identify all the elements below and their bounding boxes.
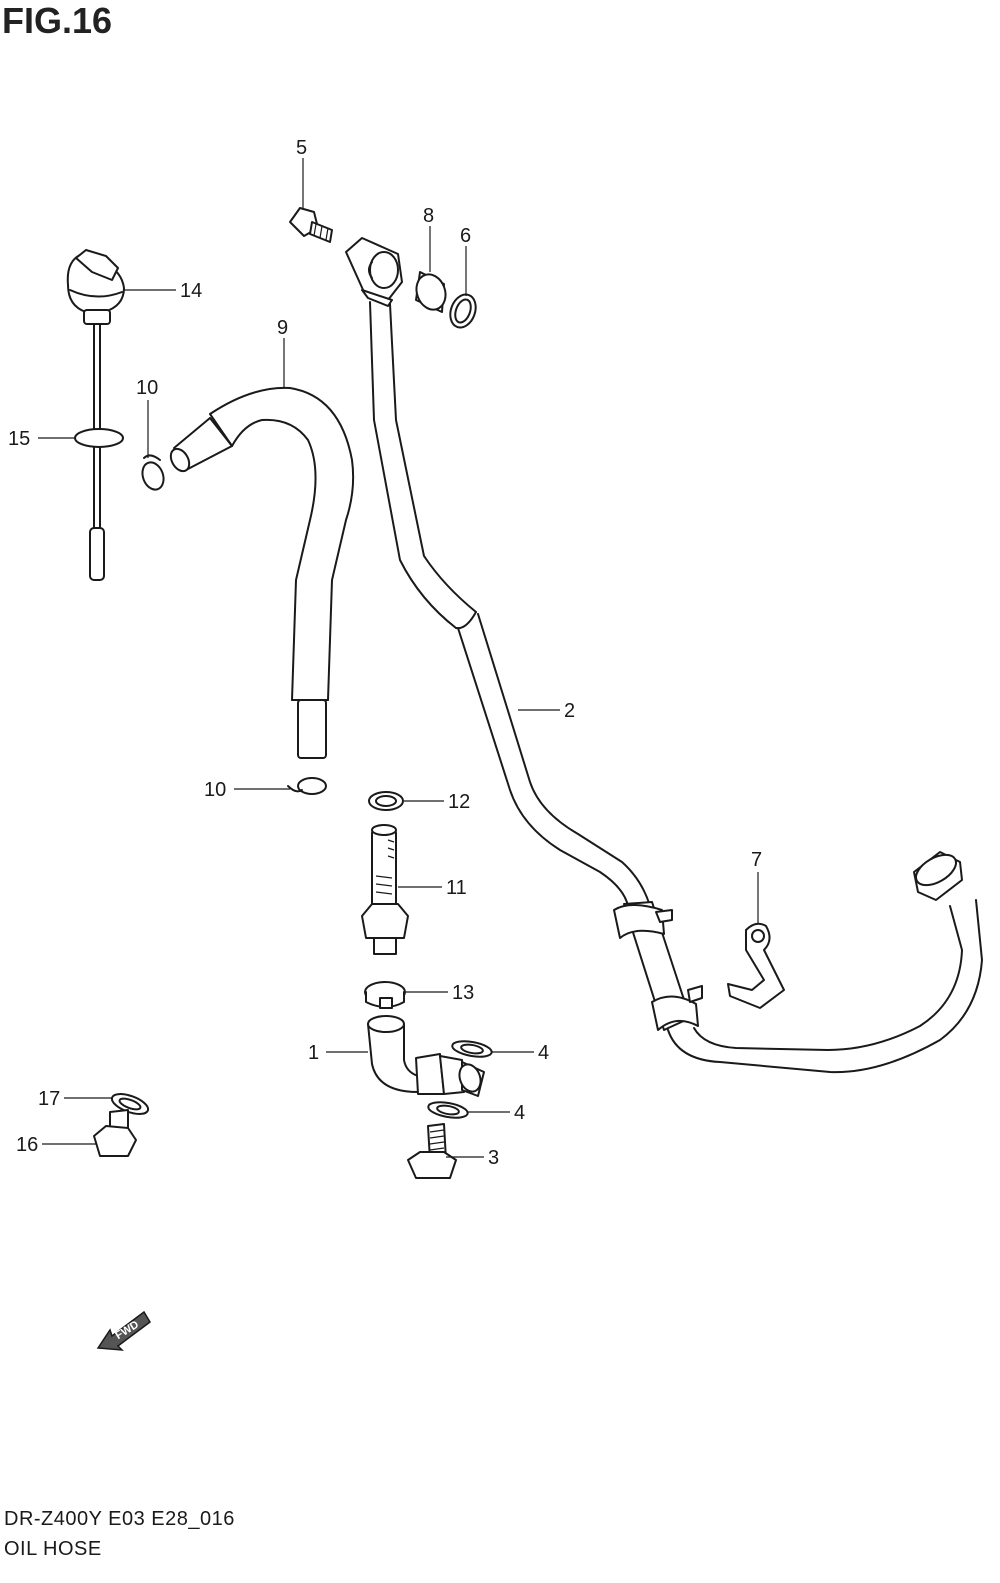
callout-part-9: 9 [277, 317, 288, 339]
callout-part-4a: 4 [538, 1042, 549, 1064]
gasket-17-part [110, 1093, 150, 1115]
dipstick-rod-part [74, 323, 124, 581]
hose-9-part [169, 386, 355, 759]
spacer-8-part [415, 271, 447, 313]
figure-title: FIG.16 [2, 0, 113, 41]
callout-part-10b: 10 [204, 779, 226, 801]
fwd-arrow-icon: FWD [96, 1310, 151, 1351]
union-11-part [361, 824, 409, 955]
callout-part-1: 1 [308, 1042, 319, 1064]
washer-4b-part [427, 1101, 469, 1119]
callout-part-11: 11 [446, 877, 467, 899]
callout-part-7: 7 [751, 849, 762, 871]
callout-part-16: 16 [16, 1134, 38, 1156]
leader-lines [38, 158, 759, 1158]
clamp-13-part [364, 981, 406, 1009]
callout-part-8: 8 [423, 205, 434, 227]
callout-part-3: 3 [488, 1147, 499, 1169]
banjo-fitting-top-part [345, 237, 403, 307]
clamp-10a-part [141, 454, 165, 491]
bolt-5-part [289, 207, 333, 243]
banjo-bolt-3-part [407, 1123, 457, 1179]
callout-part-15: 15 [8, 428, 30, 450]
callout-part-2: 2 [564, 700, 575, 722]
elbow-hose-1-part [367, 1015, 485, 1097]
callout-part-14: 14 [180, 280, 202, 302]
clip-7-part [727, 922, 785, 1009]
callout-part-17: 17 [38, 1088, 60, 1110]
dipstick-cap-part [66, 249, 125, 325]
callout-part-13: 13 [452, 982, 474, 1004]
oil-hose-2-part [369, 301, 983, 1074]
section-name: OIL HOSE [4, 1538, 102, 1560]
washer-4a-part [451, 1040, 493, 1058]
washer-12-part [368, 791, 404, 811]
drain-bolt-16-part [93, 1109, 137, 1157]
model-code: DR-Z400Y E03 E28_016 [4, 1508, 235, 1530]
callout-labels: 5 8 6 14 9 10 15 2 10 12 11 7 13 1 4 4 1… [8, 137, 762, 1169]
callout-part-12: 12 [448, 791, 470, 813]
o-ring-6-part [449, 293, 477, 329]
callout-part-10a: 10 [136, 377, 158, 399]
callout-part-5: 5 [296, 137, 307, 159]
callout-part-6: 6 [460, 225, 471, 247]
callout-part-4b: 4 [514, 1102, 525, 1124]
clamp-10b-part [287, 777, 327, 795]
